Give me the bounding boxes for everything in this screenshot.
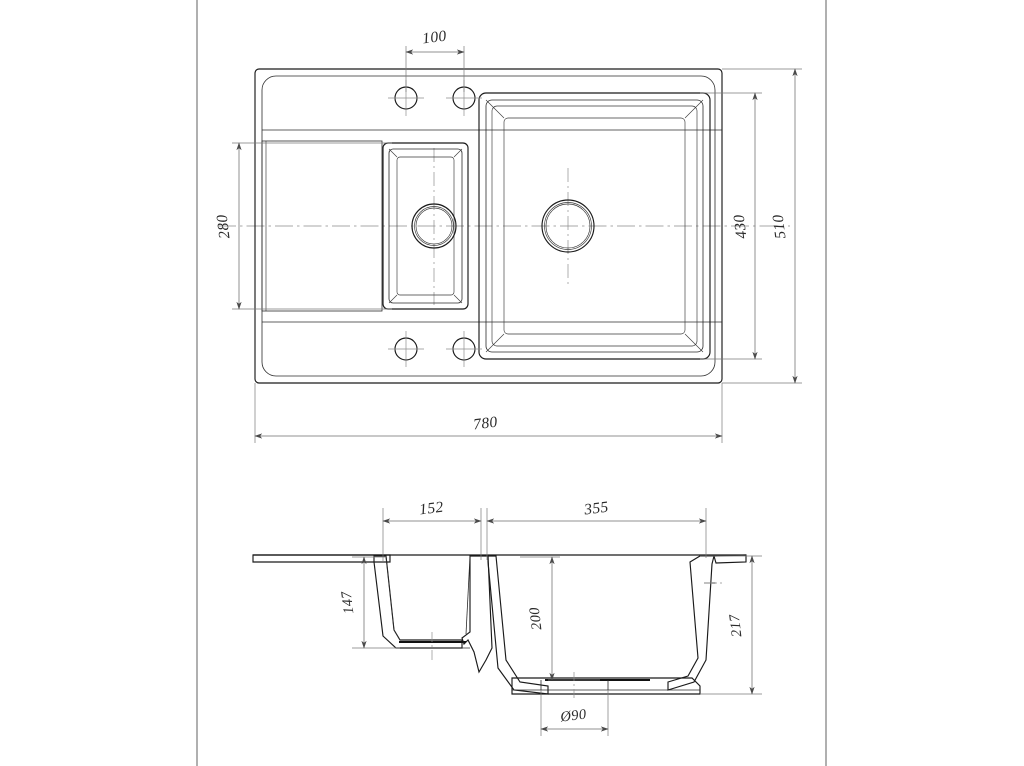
- dim-small-bowl-span: 152: [382, 499, 482, 562]
- dim-label-280: 280: [214, 213, 234, 239]
- dim-bowl-inner-height: 430: [700, 92, 762, 360]
- dim-drain-diameter: Ø90: [540, 690, 609, 736]
- dim-label-diameter-90: Ø90: [559, 706, 588, 725]
- dim-label-355: 355: [582, 499, 609, 519]
- section-view: 152 355 147 200 217: [252, 499, 762, 736]
- dim-overall-height: 217: [700, 555, 762, 695]
- plan-view: 100 280 430 510 780: [214, 28, 802, 443]
- tap-hole-left-bottom: [388, 331, 424, 367]
- dim-label-217: 217: [727, 613, 746, 638]
- dim-tap-hole-spacing: 100: [405, 28, 465, 92]
- large-bowl-cavity: [487, 554, 747, 695]
- dim-large-bowl-depth: 200: [520, 556, 600, 681]
- drain-large-bowl: [541, 199, 595, 253]
- drain-seat: [540, 672, 609, 700]
- dim-label-510: 510: [770, 213, 790, 239]
- dim-overall-width: 780: [254, 383, 723, 443]
- sheet-border: [196, 0, 827, 766]
- dim-label-100: 100: [421, 28, 447, 48]
- large-bowl: [478, 92, 711, 360]
- dim-label-200: 200: [527, 606, 546, 631]
- small-bowl-cavity: [373, 555, 470, 660]
- small-bowl: [382, 142, 469, 310]
- tap-hole-right-bottom: [446, 331, 482, 367]
- dim-small-bowl-depth: 147: [339, 556, 400, 649]
- dim-small-bowl-width: 280: [214, 142, 392, 310]
- dim-label-430: 430: [731, 213, 751, 239]
- dim-large-bowl-span: 355: [486, 499, 707, 560]
- rim-flange: [252, 554, 746, 563]
- dim-label-147: 147: [339, 590, 358, 615]
- drain-small-bowl: [411, 203, 457, 249]
- dim-label-780: 780: [472, 414, 498, 434]
- divider-rib: [461, 555, 493, 674]
- dim-label-152: 152: [418, 499, 444, 519]
- dim-overall-depth: 510: [722, 68, 802, 384]
